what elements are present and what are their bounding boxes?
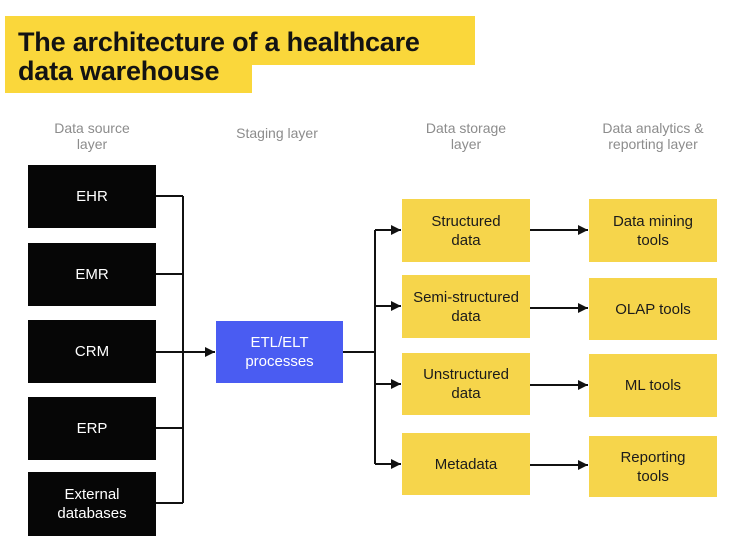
source-box-emr: EMR: [28, 243, 156, 306]
column-header-analytics-reporting-layer: Data analytics & reporting layer: [602, 120, 704, 152]
collector-line: [156, 195, 184, 504]
storage-box-metadata-label: Metadata: [434, 455, 498, 473]
sources-collector-lines: [156, 195, 215, 504]
source-box-erp: ERP: [28, 397, 156, 460]
column-header-staging-layer: Staging layer: [236, 125, 318, 141]
analytics-box-ml-tools: ML tools: [589, 354, 717, 417]
analytics-box-data-mining-tools: Data mining tools: [589, 199, 717, 262]
page-title-line1: The architecture of a healthcare: [18, 27, 420, 57]
storage-box-structured-data-label: Structured data: [431, 212, 501, 249]
storage-box-unstructured-data: Unstructured data: [402, 353, 530, 415]
storage-box-structured-data: Structured data: [402, 199, 530, 262]
distributor-line: [343, 230, 376, 464]
column-header-data-source-layer: Data source layer: [54, 120, 130, 152]
column-header-data-storage-layer: Data storage layer: [425, 120, 507, 152]
source-box-crm-label: CRM: [74, 343, 110, 360]
source-box-external-databases-label: External databases: [57, 486, 127, 522]
source-box-emr-label: EMR: [75, 266, 109, 283]
analytics-box-reporting-tools: Reporting tools: [589, 436, 717, 497]
storage-box-metadata: Metadata: [402, 433, 530, 495]
analytics-box-reporting-tools-label: Reporting tools: [620, 448, 686, 485]
title-highlight-line1: [5, 16, 475, 65]
staging-box-etl-elt: ETL/ELT processes: [216, 321, 343, 383]
source-box-erp-label: ERP: [76, 420, 108, 437]
page-title-line2: data warehouse: [18, 56, 220, 86]
source-box-crm: CRM: [28, 320, 156, 383]
source-box-ehr-label: EHR: [76, 188, 108, 205]
storage-box-semi-structured-data: Semi-structured data: [402, 275, 530, 338]
source-box-external-databases: External databases: [28, 472, 156, 536]
storage-to-analytics-arrows: [530, 225, 588, 470]
storage-box-semi-structured-data-label: Semi-structured data: [413, 288, 519, 325]
page-title: The architecture of a healthcare data wa…: [18, 28, 420, 86]
analytics-box-olap-tools: OLAP tools: [589, 278, 717, 340]
analytics-box-ml-tools-label: ML tools: [624, 377, 682, 394]
source-box-ehr: EHR: [28, 165, 156, 228]
staging-box-etl-elt-label: ETL/ELT processes: [245, 334, 314, 370]
staging-distributor-lines: [343, 225, 401, 469]
analytics-box-olap-tools-label: OLAP tools: [615, 300, 691, 318]
storage-box-unstructured-data-label: Unstructured data: [423, 366, 509, 402]
title-highlight-line2: [5, 65, 252, 93]
analytics-box-data-mining-tools-label: Data mining tools: [612, 212, 694, 249]
